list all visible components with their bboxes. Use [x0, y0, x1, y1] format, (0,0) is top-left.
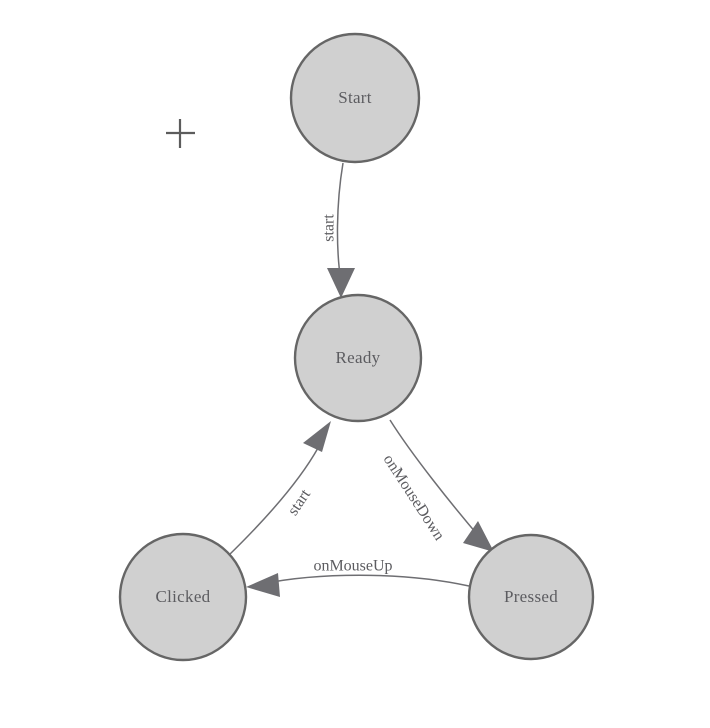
- edge-arrowhead-pressed-to-clicked: [246, 573, 280, 597]
- edge-label-start-to-ready: start: [321, 214, 338, 242]
- edge-line-pressed-to-clicked[interactable]: [261, 574, 470, 587]
- crosshair-icon: [166, 119, 195, 148]
- edge-ready-to-pressed[interactable]: onMouseDown: [380, 419, 494, 552]
- edge-clicked-to-ready[interactable]: start: [227, 421, 331, 557]
- node-label-pressed: Pressed: [504, 587, 558, 606]
- node-ready[interactable]: Ready: [293, 293, 423, 423]
- node-clicked[interactable]: Clicked: [118, 532, 248, 662]
- node-circle-clicked[interactable]: [118, 532, 248, 662]
- edge-line-start-to-ready[interactable]: [336, 162, 344, 283]
- node-circle-ready[interactable]: [293, 293, 423, 423]
- node-pressed[interactable]: Pressed: [467, 533, 595, 661]
- edge-line-ready-to-pressed[interactable]: [389, 419, 483, 541]
- node-circle-pressed[interactable]: [467, 533, 595, 661]
- edge-arrowhead-start-to-ready: [327, 268, 355, 298]
- edge-arrowhead-clicked-to-ready: [303, 421, 331, 452]
- edge-label-pressed-to-clicked: onMouseUp: [313, 558, 392, 575]
- edge-pressed-to-clicked[interactable]: onMouseUp: [246, 558, 470, 597]
- edge-arrowhead-ready-to-pressed-body: [463, 521, 494, 552]
- edge-label-ready-to-pressed: onMouseDown: [380, 452, 448, 544]
- node-label-ready: Ready: [336, 348, 381, 367]
- node-label-clicked: Clicked: [156, 587, 211, 606]
- node-start[interactable]: Start: [289, 32, 421, 164]
- edge-line-clicked-to-ready[interactable]: [227, 447, 319, 557]
- node-label-start: Start: [338, 88, 372, 107]
- edge-start-to-ready[interactable]: start: [321, 162, 355, 298]
- node-circle-start[interactable]: [289, 32, 421, 164]
